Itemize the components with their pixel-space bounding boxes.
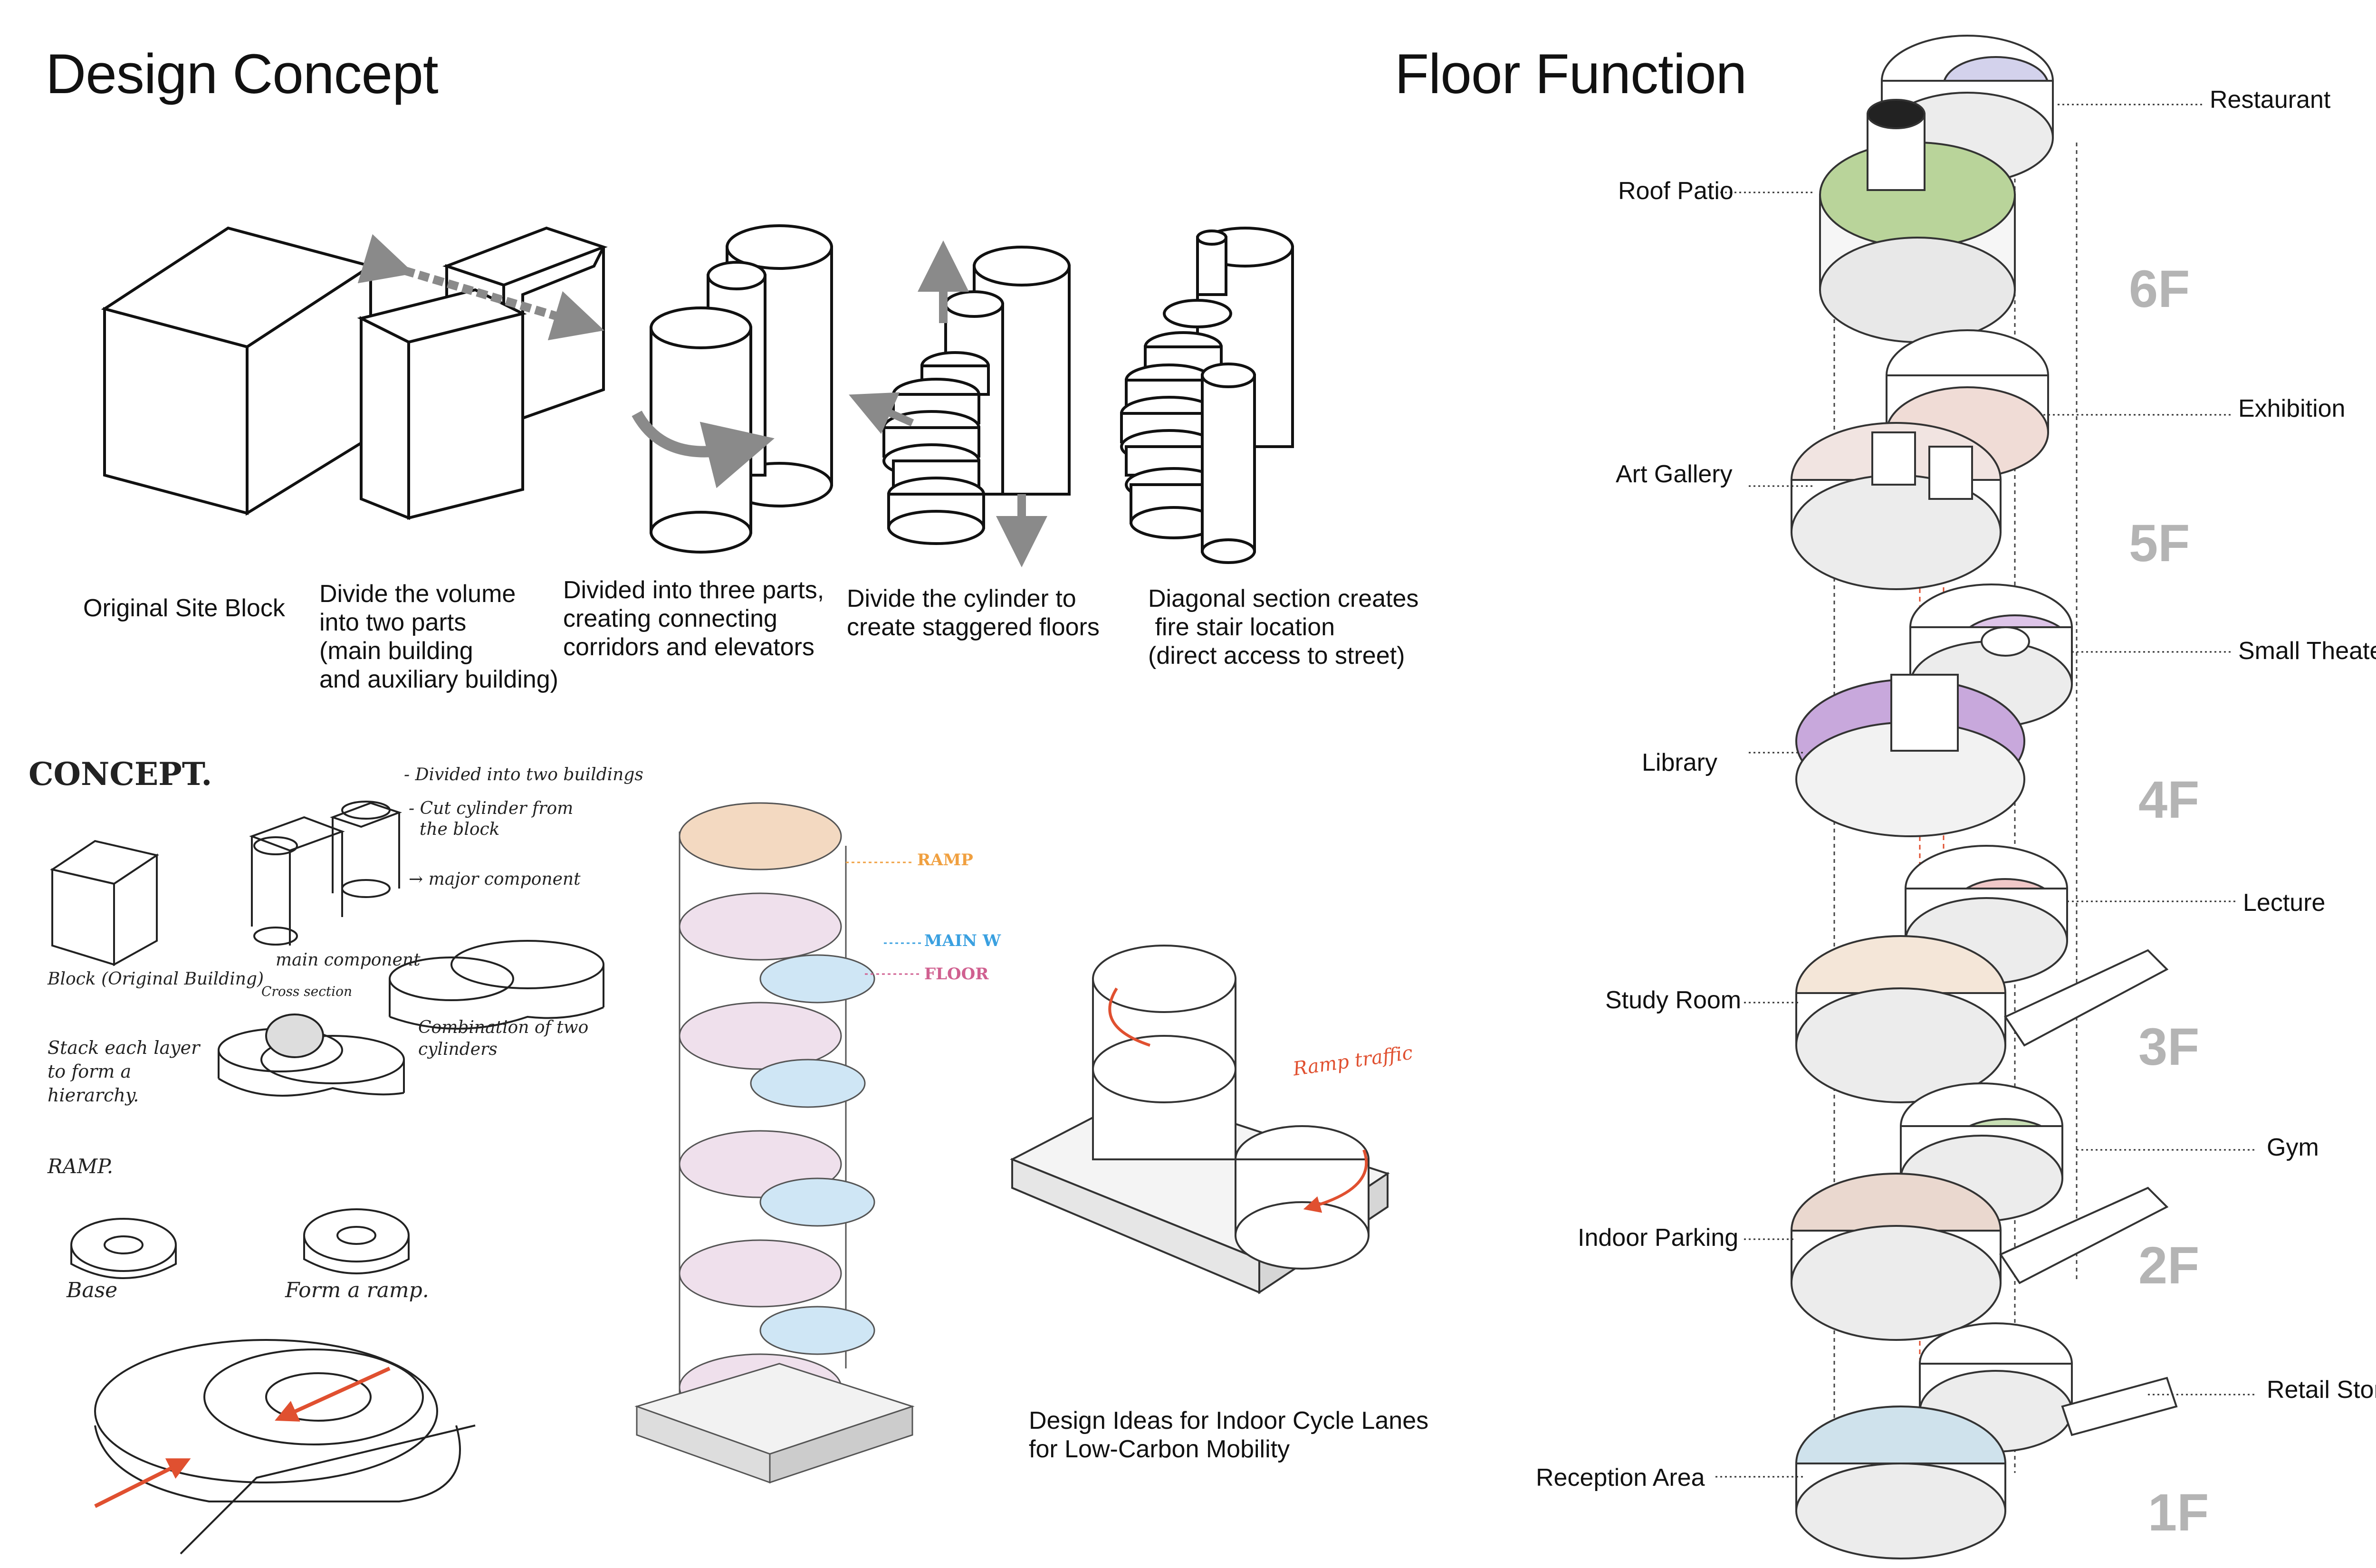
concept-sketch [50, 801, 604, 1555]
sketch-block-label: Block (Original Building) [48, 969, 264, 989]
ramp-traffic-diagram [1010, 945, 1390, 1294]
step-3-caption: Divided into three parts, creating conne… [563, 576, 824, 661]
rotate-arrow [632, 411, 775, 488]
ramp-arrow-2 [275, 1367, 391, 1422]
sketch-note-1: - Divided into two buildings [404, 765, 643, 784]
floor-5f-drawing [1791, 329, 2049, 590]
diagonal-section-drawing [1120, 227, 1294, 564]
label-restaurant: Restaurant [2210, 86, 2331, 114]
floor-function-title: Floor Function [1395, 43, 1747, 105]
label-lecture: Lecture [2243, 889, 2326, 917]
label-art-gallery: Art Gallery [1616, 460, 1733, 488]
step-4-caption: Divide the cylinder to create staggered … [847, 585, 1100, 641]
split-arrow [357, 234, 604, 341]
sketch-combination: Combination of two cylinders [418, 1018, 589, 1059]
label-indoor-parking: Indoor Parking [1578, 1224, 1739, 1252]
floor-label-6f: 6F [2129, 260, 2190, 318]
floor-label-5f: 5F [2129, 514, 2190, 573]
floor-3f-drawing [1795, 845, 2169, 1103]
step-1-caption: Original Site Block [83, 594, 285, 622]
ramp-legend-lines [846, 861, 922, 975]
original-block-drawing [101, 226, 374, 516]
sketch-note-2: - Cut cylinder from the block [409, 799, 574, 839]
label-exhibition: Exhibition [2238, 395, 2346, 422]
step-5-caption: Diagonal section creates fire stair loca… [1148, 585, 1419, 669]
label-retail-stores: Retail Stores [2267, 1376, 2376, 1404]
design-concept-title: Design Concept [46, 43, 439, 105]
floor-6f-drawing [1819, 35, 2054, 343]
floor-label-1f: 1F [2148, 1483, 2209, 1542]
floor-4f-drawing [1795, 583, 2073, 837]
sketch-stack: Stack each layer to form a hierarchy. [48, 1037, 200, 1106]
label-reception-area: Reception Area [1536, 1464, 1705, 1492]
ramp-legend-ramp: RAMP [917, 851, 973, 870]
sketch-main-component: main component [276, 950, 421, 970]
label-roof-patio: Roof Patio [1618, 177, 1734, 205]
left-arrow [849, 392, 914, 434]
floor-1f-drawing [1795, 1322, 2178, 1559]
sketch-ramp: RAMP. [48, 1155, 114, 1178]
label-small-theater: Small Theater [2238, 637, 2376, 665]
floor-label-3f: 3F [2138, 1018, 2200, 1076]
ramp-legend-floor: FLOOR [924, 965, 989, 984]
sketch-form-ramp: Form a ramp. [285, 1278, 429, 1302]
ramp-traffic-arrow [1108, 987, 1368, 1207]
ramp-stack-diagram [634, 802, 915, 1484]
sketch-base: Base [67, 1278, 118, 1302]
leader-lines [1715, 104, 2257, 1478]
sketch-concept-title: CONCEPT. [29, 755, 212, 793]
step-2-caption: Divide the volume into two parts (main b… [319, 580, 558, 693]
sketch-cross-section: Cross section [261, 984, 353, 999]
three-cylinders-drawing [650, 224, 833, 554]
staggered-cylinder-drawing [882, 246, 1071, 545]
cycle-lanes-caption: Design Ideas for Indoor Cycle Lanes for … [1029, 1407, 1429, 1463]
floor-2f-drawing [1791, 1082, 2169, 1341]
label-library: Library [1642, 749, 1717, 776]
ramp-legend-main: MAIN W [924, 931, 1001, 950]
label-gym: Gym [2267, 1134, 2319, 1161]
floor-label-4f: 4F [2138, 771, 2200, 829]
ramp-arrow-1 [94, 1458, 191, 1508]
sketch-note-3: → major component [409, 870, 581, 889]
label-study-room: Study Room [1605, 986, 1742, 1014]
floor-label-2f: 2F [2138, 1236, 2200, 1295]
